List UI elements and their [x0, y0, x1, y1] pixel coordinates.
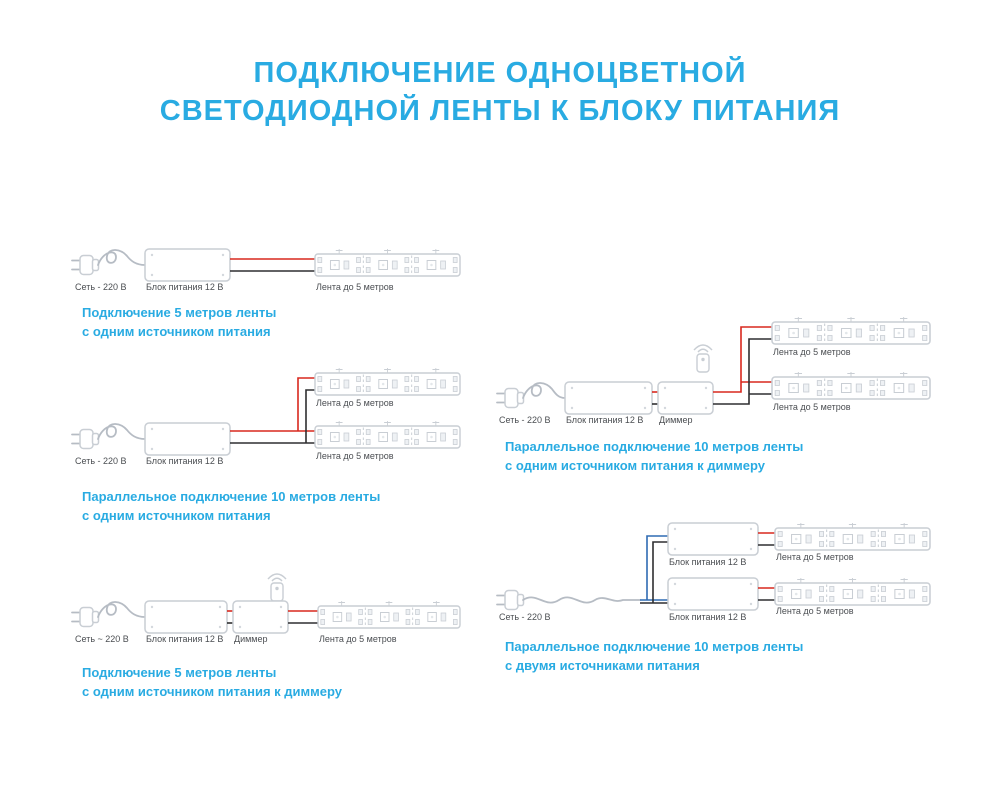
label-psu-2: Блок питания 12 В	[669, 612, 746, 622]
led-strip	[318, 601, 460, 628]
plug-icon	[496, 589, 525, 611]
label-psu-1: Блок питания 12 В	[669, 557, 746, 567]
label-mains: Сеть - 220 В	[75, 456, 127, 466]
led-strip	[772, 317, 930, 344]
plug-icon	[496, 387, 525, 409]
label-dimmer: Диммер	[234, 634, 268, 644]
diagram-parallel-dimmer: Лента до 5 метров Лента до 5 метров Сеть…	[495, 308, 960, 475]
led-strip	[772, 372, 930, 399]
label-strip-1: Лента до 5 метров	[316, 398, 394, 408]
title-line-2: СВЕТОДИОДНОЙ ЛЕНТЫ К БЛОКУ ПИТАНИЯ	[159, 95, 841, 127]
dimmer-box	[232, 600, 289, 634]
diagram-caption: Параллельное подключение 10 метров ленты…	[505, 639, 804, 673]
dimmer-box	[657, 381, 714, 415]
label-strip-2: Лента до 5 метров	[773, 402, 851, 412]
title-line-1: ПОДКЛЮЧЕНИЕ ОДНОЦВЕТНОЙ	[253, 57, 747, 89]
diagram-caption: Подключение 5 метров ленты с одним источ…	[82, 305, 277, 339]
led-strip	[315, 368, 460, 395]
led-strip	[315, 421, 460, 448]
diagram-single-strip-dimmer: Сеть ~ 220 В Блок питания 12 В Диммер Ле…	[70, 570, 470, 701]
wire-blue	[640, 535, 668, 601]
wire-red	[713, 326, 772, 393]
label-psu: Блок питания 12 В	[146, 282, 223, 292]
label-mains: Сеть - 220 В	[499, 415, 551, 425]
page-title: ПОДКЛЮЧЕНИЕ ОДНОЦВЕТНОЙ СВЕТОДИОДНОЙ ЛЕН…	[0, 54, 1000, 130]
label-mains: Сеть - 220 В	[499, 612, 551, 622]
wire-black	[713, 338, 772, 405]
diagram-single-strip: Сеть - 220 В Блок питания 12 В Лента до …	[70, 240, 470, 341]
label-strip-2: Лента до 5 метров	[776, 606, 854, 616]
psu-box-2	[667, 577, 759, 611]
remote-icon	[267, 573, 287, 602]
psu-box	[564, 381, 653, 415]
label-strip: Лента до 5 метров	[316, 282, 394, 292]
power-cable	[97, 601, 146, 618]
label-mains: Сеть - 220 В	[75, 282, 127, 292]
psu-box	[144, 422, 231, 456]
diagram-caption: Параллельное подключение 10 метров ленты…	[82, 489, 381, 523]
led-strip	[315, 249, 460, 276]
diagram-parallel-one-psu: Лента до 5 метров Сеть - 220 В Блок пита…	[70, 363, 470, 525]
plug-icon	[71, 254, 100, 276]
label-dimmer: Диммер	[659, 415, 693, 425]
remote-icon	[693, 344, 713, 373]
power-cable	[522, 382, 566, 399]
label-psu: Блок питания 12 В	[146, 634, 223, 644]
psu-box	[144, 248, 231, 282]
label-mains: Сеть ~ 220 В	[75, 634, 129, 644]
label-strip-1: Лента до 5 метров	[773, 347, 851, 357]
led-strip	[775, 523, 930, 550]
wire-black	[230, 389, 315, 444]
led-strip	[775, 578, 930, 605]
diagram-caption: Подключение 5 метров ленты с одним источ…	[82, 665, 342, 699]
label-strip-1: Лента до 5 метров	[776, 552, 854, 562]
power-cable	[97, 423, 146, 440]
label-psu: Блок питания 12 В	[566, 415, 643, 425]
label-strip-2: Лента до 5 метров	[316, 451, 394, 461]
label-psu: Блок питания 12 В	[146, 456, 223, 466]
plug-icon	[71, 606, 100, 628]
diagram-parallel-two-psu: Лента до 5 метров Блок питания 12 В Лент…	[495, 508, 960, 675]
diagram-caption: Параллельное подключение 10 метров ленты…	[505, 439, 804, 473]
plug-icon	[71, 428, 100, 450]
wire-black	[640, 541, 668, 604]
wire-red	[230, 377, 315, 432]
psu-box-1	[667, 522, 759, 556]
psu-box	[144, 600, 228, 634]
power-cable	[97, 249, 146, 266]
power-cable	[522, 596, 641, 604]
label-strip: Лента до 5 метров	[319, 634, 397, 644]
